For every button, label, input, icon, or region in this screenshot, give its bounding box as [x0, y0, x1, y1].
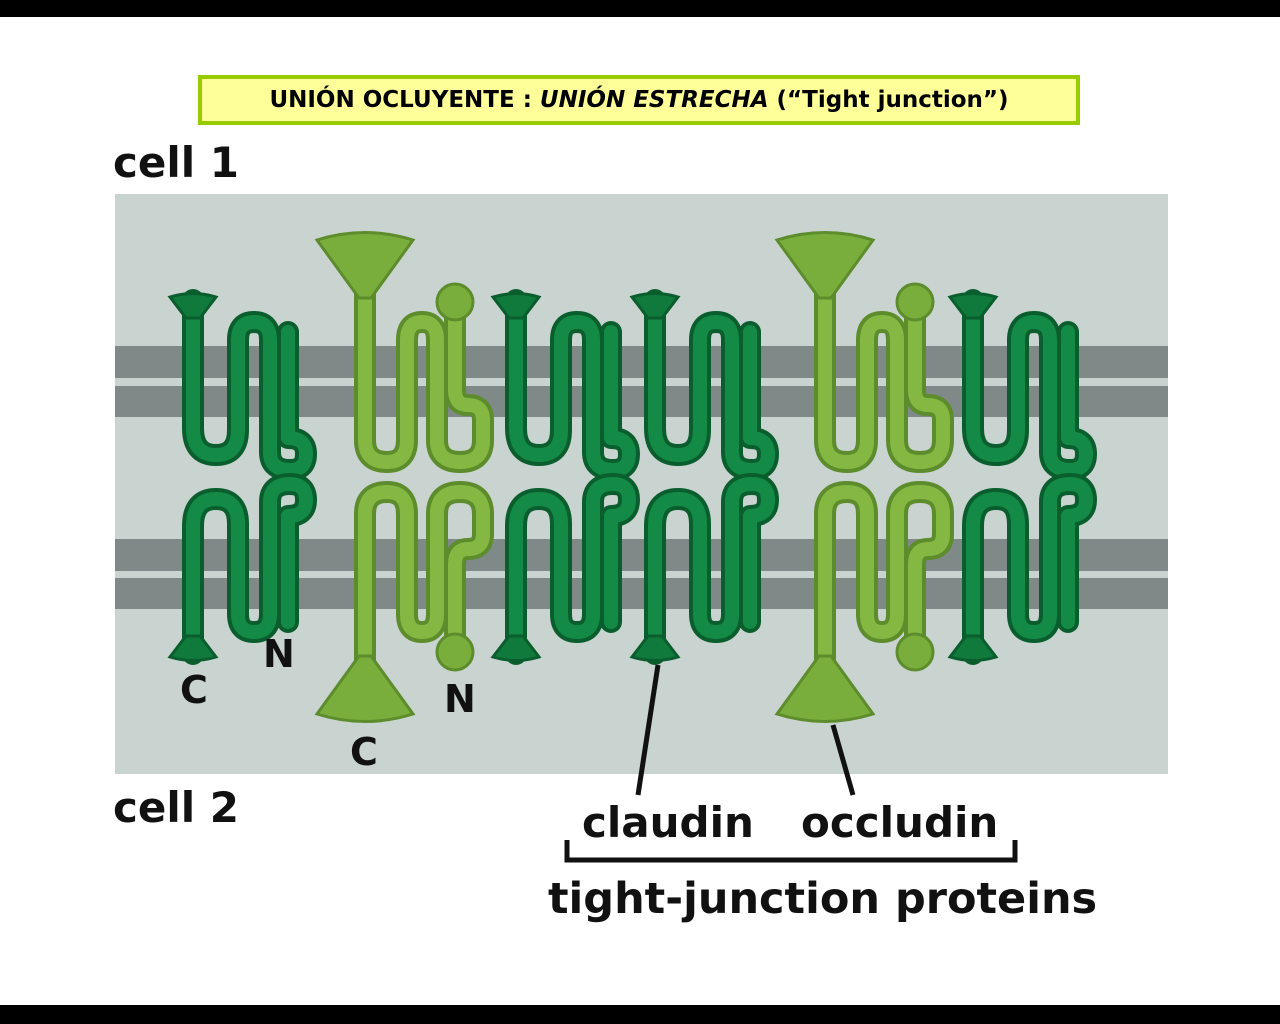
title-part2: UNIÓN ESTRECHA [539, 87, 769, 113]
claudin-leader-line [635, 664, 661, 796]
occludin-label: occludin [801, 798, 999, 847]
bottom-black-bar [0, 1005, 1280, 1024]
title-part3: (“Tight junction”) [768, 87, 1009, 113]
tight-junction-proteins-label: tight-junction proteins [548, 874, 1098, 924]
slide-title: UNIÓN OCLUYENTE : UNIÓN ESTRECHA (“Tight… [198, 75, 1080, 125]
cell1-label: cell 1 [113, 138, 240, 187]
occludin-n-terminus-label: N [444, 677, 476, 721]
title-part1: UNIÓN OCLUYENTE : [269, 87, 540, 113]
occludin-c-terminus-label: C [350, 730, 378, 774]
claudin-label: claudin [582, 798, 754, 847]
c-terminus-label: C [180, 668, 208, 712]
n-terminus-label: N [263, 632, 295, 676]
occludin-leader-line [830, 724, 856, 796]
cell2-label: cell 2 [113, 783, 240, 832]
top-black-bar [0, 0, 1280, 17]
group-bracket [564, 840, 1018, 863]
